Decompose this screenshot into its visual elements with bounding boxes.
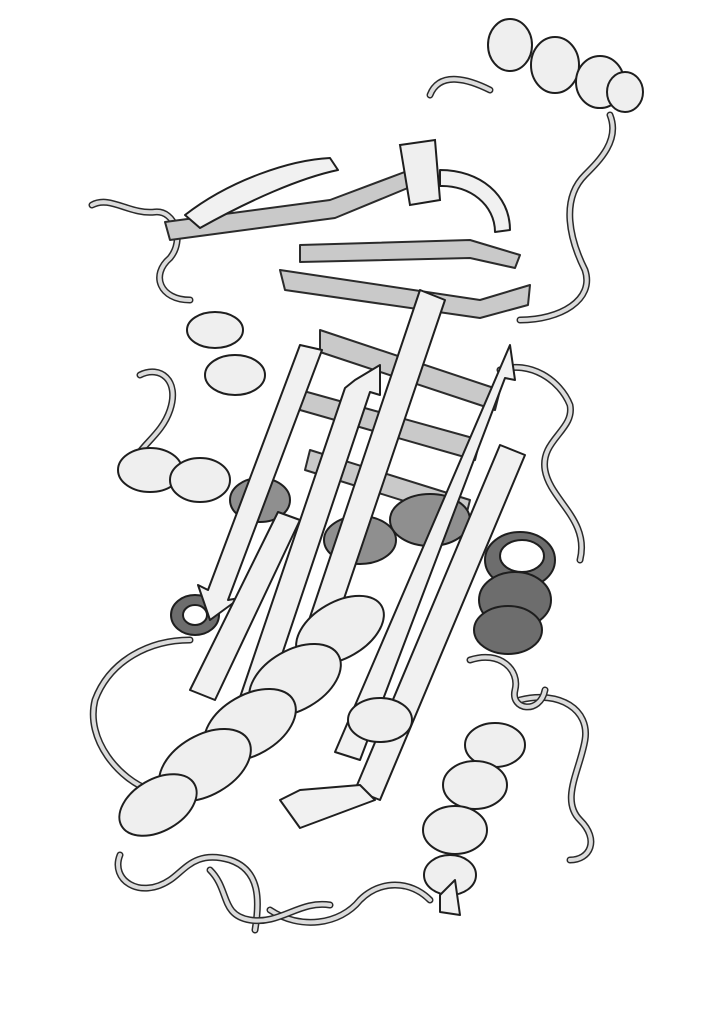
right-helix bbox=[473, 531, 556, 655]
upper-beta-sheet bbox=[164, 138, 531, 319]
coil-loops bbox=[88, 75, 617, 934]
top-helix bbox=[487, 18, 644, 113]
front-helix bbox=[118, 594, 413, 837]
front-beta-sheet bbox=[189, 289, 526, 829]
bottom-right-helix bbox=[422, 722, 526, 916]
